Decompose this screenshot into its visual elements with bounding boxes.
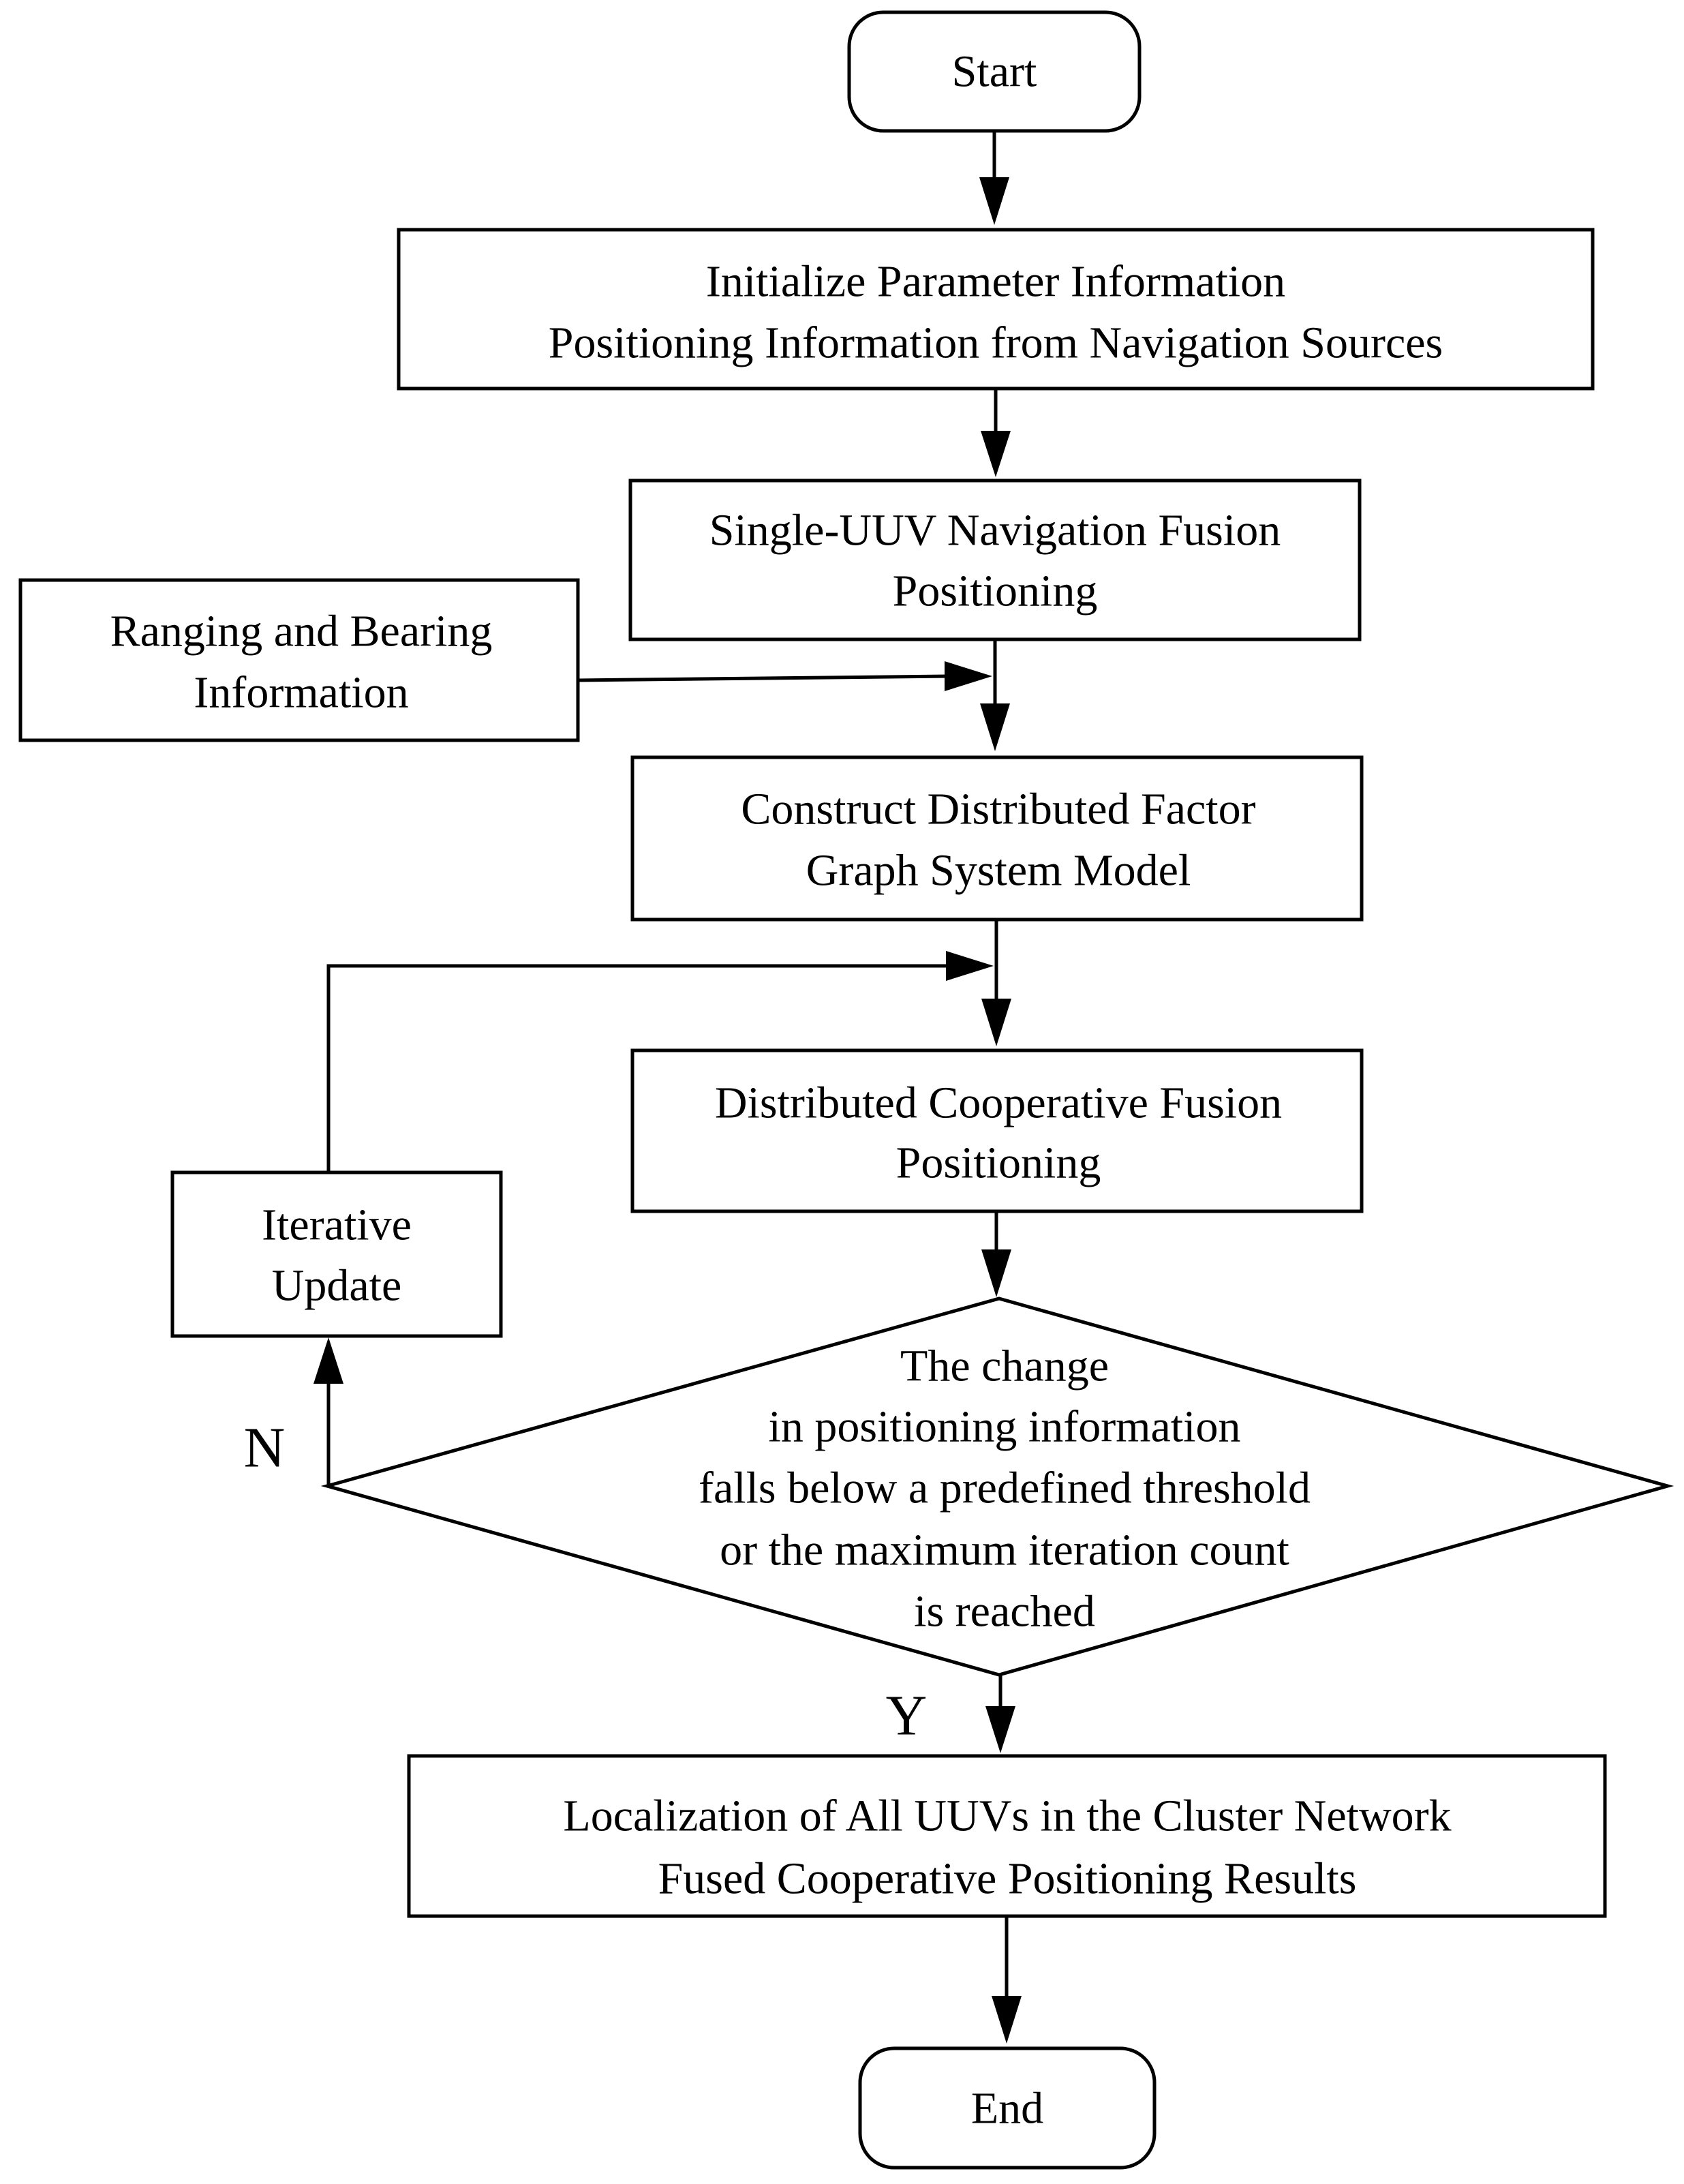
cooperative-line-1: Distributed Cooperative Fusion	[715, 1078, 1282, 1128]
no-label: N	[244, 1416, 286, 1480]
single-uuv-line-1: Single-UUV Navigation Fusion	[709, 506, 1281, 556]
decision-line-2: in positioning information	[769, 1402, 1241, 1452]
iterative-update-box: Iterative Update	[170, 1170, 503, 1338]
end-label: End	[971, 2084, 1043, 2134]
single-uuv-line-2: Positioning	[893, 566, 1098, 616]
end-terminal: End	[858, 2046, 1157, 2170]
start-label: Start	[952, 47, 1037, 97]
localization-box: Localization of All UUVs in the Cluster …	[407, 1754, 1607, 1918]
initialize-line-2: Positioning Information from Navigation …	[549, 318, 1443, 368]
localization-line-1: Localization of All UUVs in the Cluster …	[563, 1791, 1451, 1841]
ranging-box: Ranging and Bearing Information	[18, 578, 580, 742]
localization-line-2: Fused Cooperative Positioning Results	[658, 1854, 1357, 1904]
yes-label: Y	[886, 1684, 928, 1748]
ranging-line-1: Ranging and Bearing	[110, 607, 493, 656]
decision-line-1: The change	[900, 1341, 1109, 1391]
arrow-construct-to-cooperative	[981, 920, 1011, 1046]
construct-line-1: Construct Distributed Factor	[741, 785, 1255, 834]
arrow-decision-yes-to-localization	[985, 1675, 1015, 1753]
iterative-line-2: Update	[272, 1261, 402, 1311]
start-terminal: Start	[847, 10, 1142, 133]
arrow-initialize-to-single-uuv	[981, 389, 1011, 477]
cooperative-box: Distributed Cooperative Fusion Positioni…	[630, 1048, 1364, 1213]
arrow-ranging-to-flow	[577, 661, 992, 691]
construct-line-2: Graph System Model	[806, 846, 1191, 896]
initialize-line-1: Initialize Parameter Information	[706, 257, 1285, 307]
decision-line-3: falls below a predefined threshold	[699, 1463, 1311, 1513]
arrow-localization-to-end	[992, 1916, 1022, 2044]
arrow-start-to-initialize	[979, 131, 1009, 225]
initialize-box: Initialize Parameter Information Positio…	[397, 228, 1595, 391]
arrow-decision-no-to-iterative	[313, 1337, 343, 1486]
decision-line-4: or the maximum iteration count	[720, 1526, 1289, 1575]
construct-box: Construct Distributed Factor Graph Syste…	[630, 755, 1364, 922]
arrow-single-uuv-to-construct	[980, 639, 1010, 751]
decision-line-5: is reached	[914, 1587, 1095, 1637]
ranging-line-2: Information	[194, 668, 408, 718]
single-uuv-box: Single-UUV Navigation Fusion Positioning	[628, 479, 1362, 641]
arrow-iterative-loop-back	[326, 951, 994, 1172]
arrow-cooperative-to-decision	[981, 1211, 1011, 1297]
iterative-line-1: Iterative	[262, 1200, 412, 1250]
cooperative-line-2: Positioning	[896, 1138, 1101, 1188]
decision-diamond: The change in positioning information fa…	[320, 1296, 1674, 1677]
